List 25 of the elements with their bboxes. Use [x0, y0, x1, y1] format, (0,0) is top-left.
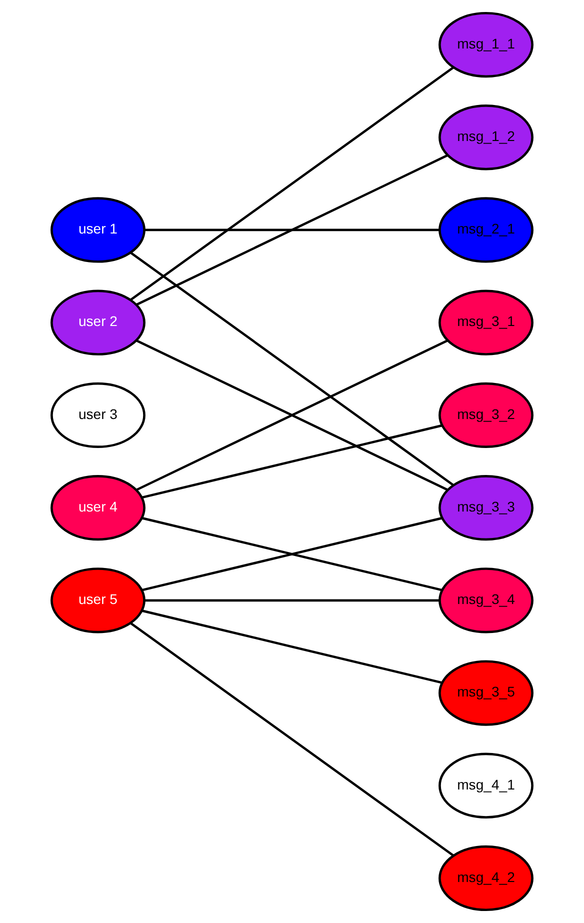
node-ellipse: msg_4_2 [438, 845, 534, 912]
connector [144, 228, 440, 232]
node-ellipse: user 4 [50, 474, 146, 541]
node-ellipse: msg_3_2 [438, 382, 534, 448]
connector [142, 516, 442, 592]
connector [136, 339, 448, 491]
connector [130, 66, 454, 301]
node-ellipse: msg_3_5 [438, 660, 534, 726]
node-ellipse: user 1 [50, 197, 146, 263]
node-ellipse: msg_4_1 [438, 752, 534, 818]
connector [130, 252, 454, 486]
connector [130, 622, 454, 857]
node-ellipse: msg_3_4 [438, 568, 534, 634]
connector [142, 424, 442, 499]
node-ellipse: user 3 [50, 382, 146, 448]
connector [142, 610, 442, 684]
node-ellipse: user 5 [50, 568, 146, 634]
node-ellipse: user 2 [50, 290, 146, 356]
node-ellipse: msg_3_1 [438, 290, 534, 356]
node-ellipse: msg_2_1 [438, 197, 534, 263]
node-ellipse: msg_1_1 [438, 12, 534, 78]
node-ellipse: msg_1_2 [438, 104, 534, 170]
connector [136, 154, 448, 306]
connector [144, 599, 440, 602]
node-ellipse: msg_3_3 [438, 474, 534, 541]
